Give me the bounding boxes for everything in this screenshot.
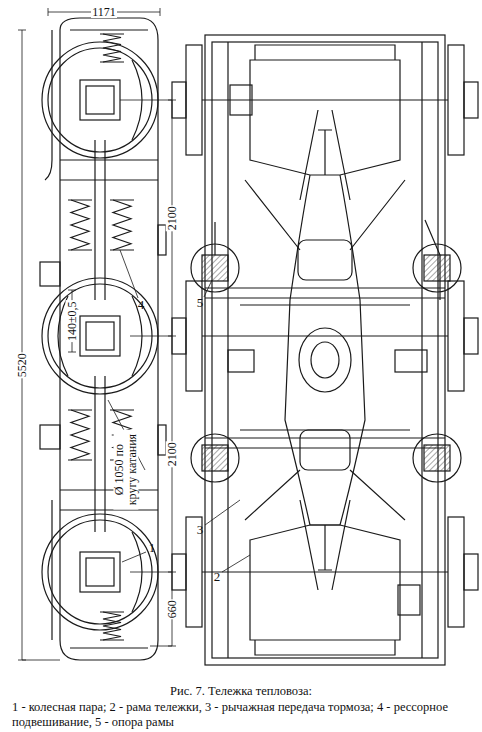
dimension-label: 1171 (91, 6, 117, 19)
spring-plate (68, 200, 92, 250)
plan-view (172, 35, 478, 665)
dimension-label: 5520 (16, 352, 29, 378)
callout-number: 5 (196, 296, 205, 310)
leader-lines (120, 250, 250, 572)
coil-spring (103, 612, 121, 640)
callout-number: 1 (148, 541, 157, 555)
callout-number: 2 (213, 570, 222, 584)
coil-spring (71, 200, 89, 250)
dimension-label: 2100 (166, 205, 179, 231)
callout-number: 3 (196, 523, 205, 537)
figure-title: Рис. 7. Тележка тепловоза: (0, 684, 482, 699)
dimension-label: 140±0,5 (66, 300, 79, 342)
label-layer: 1171 140±0,5 5520 2100 2100 Ø 1050 по кругу к… (0, 0, 482, 680)
coil-spring (103, 34, 121, 62)
side-view (40, 18, 166, 660)
spring-plate (68, 410, 92, 460)
coil-spring (71, 410, 89, 460)
coil-spring (113, 200, 131, 250)
figure-caption: 1 - колесная пара; 2 - рама тележки, 3 -… (12, 700, 472, 730)
spring-plate (100, 612, 124, 640)
callout-number: 4 (137, 298, 146, 312)
dimension-lines (18, 8, 176, 660)
spring-plate (100, 34, 124, 62)
dimension-label: 660 (166, 599, 179, 619)
dimension-label: Ø 1050 по кругу катания (113, 430, 138, 510)
dimension-label: 2100 (166, 441, 179, 467)
spring-plate (110, 200, 134, 250)
